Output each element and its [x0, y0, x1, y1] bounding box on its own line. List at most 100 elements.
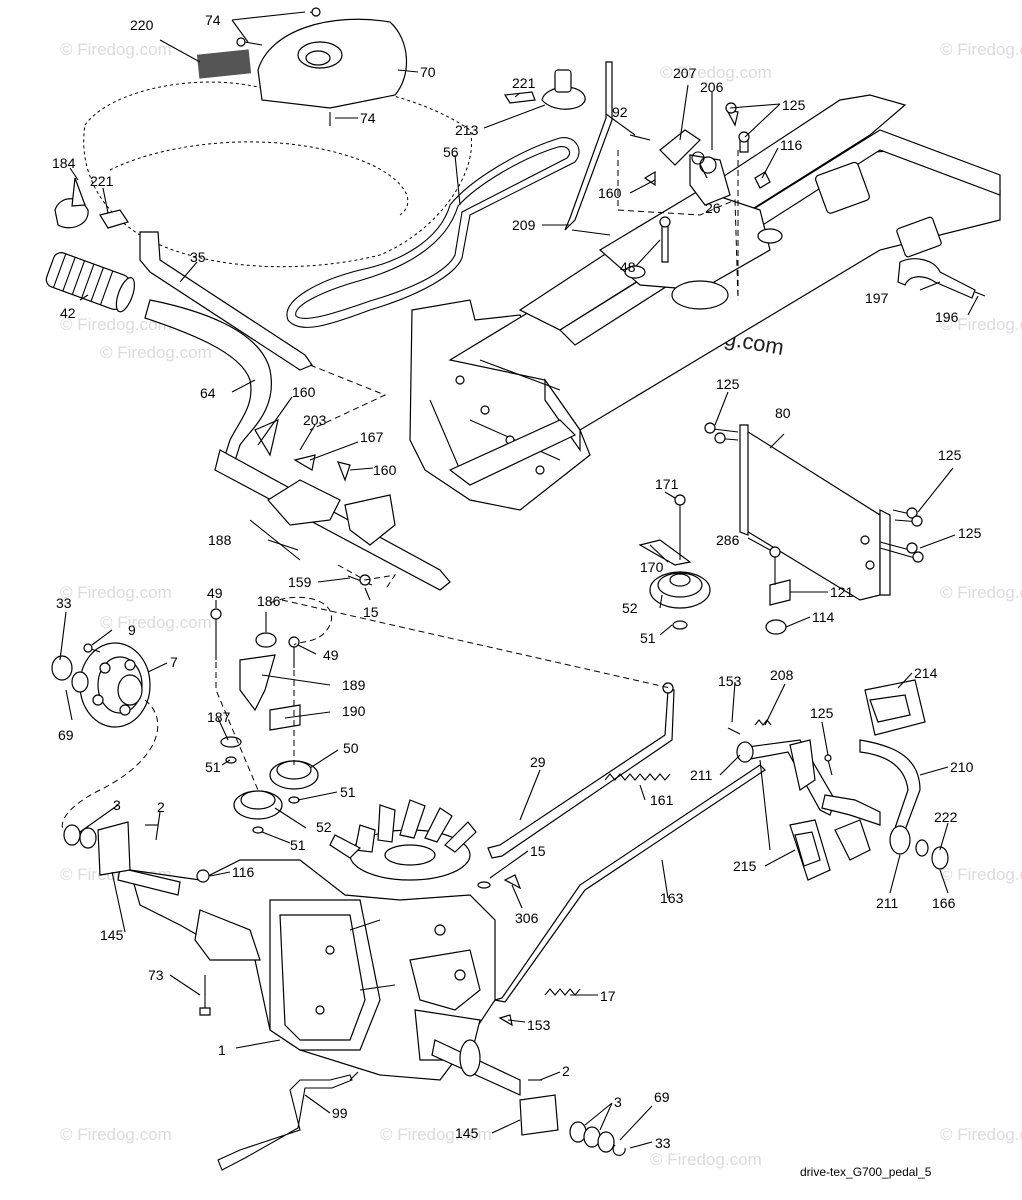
callout-label: 52	[622, 600, 638, 616]
watermark: © Firedog.com	[60, 40, 172, 59]
idler-pulley-right	[638, 494, 711, 630]
frame-assembly	[409, 61, 1001, 511]
callout-label: 214	[914, 665, 938, 681]
callout-label: 125	[958, 525, 982, 541]
callout-label: 7	[170, 654, 178, 670]
callout-label: 188	[208, 532, 232, 548]
callout-label: 51	[640, 630, 656, 646]
watermark: © Firedog.com	[60, 583, 172, 602]
watermark: © Firedog.com	[650, 1150, 762, 1169]
callout-label: 161	[650, 792, 674, 808]
callout-label: 145	[455, 1125, 479, 1141]
callout-label: 167	[360, 429, 384, 445]
wheel-hub	[51, 642, 159, 836]
callout-label: 49	[323, 647, 339, 663]
callout-label: 211	[690, 767, 713, 783]
callout-label: 206	[700, 79, 724, 95]
callout-label: 48	[620, 259, 636, 275]
idler-pulleys-left	[210, 596, 333, 834]
callout-label: 29	[530, 754, 546, 770]
callout-label: 33	[56, 595, 72, 611]
callout-label: 207	[673, 65, 697, 81]
callout-label: 153	[527, 1017, 551, 1033]
callouts: 220 74 70 74 221 213 92 207 206 125 116 …	[52, 12, 982, 1151]
callout-label: 208	[770, 667, 794, 683]
callout-label: 64	[200, 385, 216, 401]
callout-label: 3	[614, 1094, 622, 1110]
callout-label: 171	[655, 476, 679, 492]
callout-label: 26	[705, 200, 721, 216]
callout-label: 15	[363, 604, 379, 620]
transaxle	[63, 799, 626, 1156]
callout-label: 51	[205, 759, 221, 775]
callout-label: 73	[148, 967, 164, 983]
callout-label: 2	[157, 799, 165, 815]
callout-label: 187	[207, 709, 231, 725]
callout-label: 70	[420, 64, 436, 80]
watermark: © Firedog.com	[100, 343, 212, 362]
callout-label: 203	[303, 412, 327, 428]
callout-label: 74	[360, 110, 376, 126]
control-rods	[217, 599, 766, 1171]
watermark: © Firedog.com	[940, 1125, 1022, 1144]
leader-lines	[59, 11, 979, 1149]
callout-label: 92	[612, 104, 628, 120]
callout-label: 306	[515, 910, 539, 926]
callout-label: 99	[332, 1105, 348, 1121]
callout-label: 80	[775, 405, 791, 421]
pedal-assembly	[727, 679, 949, 881]
drive-belt	[286, 137, 580, 328]
watermark: © Firedog.com	[60, 315, 172, 334]
callout-label: 9	[128, 622, 136, 638]
callout-label: 170	[640, 559, 664, 575]
callout-label: 197	[865, 290, 889, 306]
callout-label: 189	[342, 677, 366, 693]
callout-label: 35	[190, 249, 206, 265]
callout-label: 125	[716, 376, 740, 392]
watermark: © Firedog.com	[940, 865, 1022, 884]
callout-label: 159	[288, 574, 312, 590]
callout-label: 42	[60, 305, 76, 321]
callout-label: 221	[90, 173, 114, 189]
callout-label: 160	[292, 384, 316, 400]
watermark: © Firedog.com	[940, 583, 1022, 602]
callout-label: 74	[205, 12, 221, 28]
callout-label: 15	[530, 843, 546, 859]
watermark: © Firedog.com	[100, 613, 212, 632]
decal-part	[196, 49, 252, 79]
reference-code: drive-tex_G700_pedal_5	[800, 1165, 932, 1179]
watermark: © Firedog.com	[940, 40, 1022, 59]
callout-label: 17	[600, 988, 616, 1004]
callout-label: 184	[52, 155, 76, 171]
lever-linkage	[139, 231, 451, 591]
callout-label: 33	[655, 1135, 671, 1151]
callout-label: 52	[316, 819, 332, 835]
callout-label: 160	[373, 462, 397, 478]
callout-label: 209	[512, 217, 536, 233]
callout-label: 125	[938, 447, 962, 463]
callout-label: 125	[810, 705, 834, 721]
watermark: © Firedog.com	[660, 63, 772, 82]
fender-assembly	[45, 7, 472, 313]
callout-label: 163	[660, 890, 684, 906]
callout-label: 56	[443, 144, 459, 160]
callout-label: 222	[934, 809, 958, 825]
callout-label: 166	[932, 895, 956, 911]
callout-label: 190	[342, 703, 366, 719]
callout-label: 49	[207, 585, 223, 601]
callout-label: 51	[340, 784, 356, 800]
callout-label: 211	[876, 895, 899, 911]
callout-label: 51	[290, 837, 306, 853]
callout-label: 114	[812, 609, 835, 625]
callout-label: 125	[782, 97, 806, 113]
callout-label: 186	[257, 593, 281, 609]
callout-label: 210	[950, 759, 974, 775]
callout-label: 153	[718, 673, 742, 689]
callout-label: 220	[130, 17, 154, 33]
callout-label: 196	[935, 309, 959, 325]
watermark: © Firedog.com	[380, 1125, 492, 1144]
callout-label: 121	[830, 584, 854, 600]
watermark: © Firedog.com	[940, 315, 1022, 334]
callout-label: 221	[512, 75, 536, 91]
